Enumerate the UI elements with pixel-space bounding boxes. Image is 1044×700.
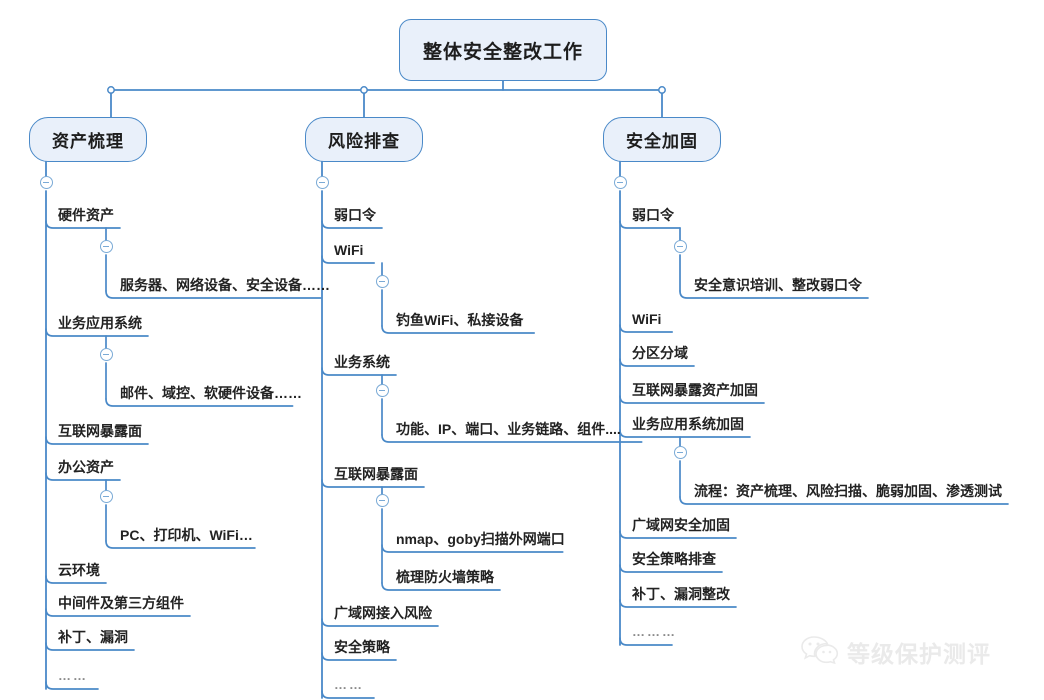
node-l1-1-6[interactable]: 中间件及第三方组件	[58, 595, 184, 611]
branch-node-2[interactable]: 风险排查	[305, 117, 423, 162]
node-l2-2-4-2[interactable]: 梳理防火墙策略	[396, 569, 494, 585]
collapse-toggle-3-5[interactable]	[673, 446, 687, 459]
node-l1-3-2[interactable]: WiFi	[632, 311, 662, 327]
node-l1-1-5[interactable]: 云环境	[58, 562, 100, 578]
node-l2-2-3-1[interactable]: 功能、IP、端口、业务链路、组件....	[396, 421, 621, 437]
node-l1-1-1[interactable]: 硬件资产	[58, 207, 114, 223]
collapse-toggle-2-4[interactable]	[375, 494, 389, 507]
node-l1-3-7[interactable]: 安全策略排查	[632, 551, 716, 567]
wechat-icon	[800, 634, 840, 669]
node-l1-1-4[interactable]: 办公资产	[58, 459, 114, 475]
node-l1-2-6[interactable]: 安全策略	[334, 639, 390, 655]
node-l2-2-2-1[interactable]: 钓鱼WiFi、私接设备	[396, 312, 524, 328]
node-l1-2-1[interactable]: 弱口令	[334, 207, 376, 223]
node-l1-3-8[interactable]: 补丁、漏洞整改	[632, 586, 730, 602]
node-l1-2-5[interactable]: 广域网接入风险	[334, 605, 432, 621]
root-node[interactable]: 整体安全整改工作	[399, 19, 607, 81]
collapse-toggle-2-2[interactable]	[375, 275, 389, 288]
node-l1-1-7[interactable]: 补丁、漏洞	[58, 629, 128, 645]
node-l2-3-5-1[interactable]: 流程：资产梳理、风险扫描、脆弱加固、渗透测试	[694, 483, 1002, 499]
branch-node-1[interactable]: 资产梳理	[29, 117, 147, 162]
node-l1-2-7[interactable]: ……	[334, 677, 364, 692]
node-l1-3-4[interactable]: 互联网暴露资产加固	[632, 382, 758, 398]
node-l2-3-1-1[interactable]: 安全意识培训、整改弱口令	[694, 277, 862, 293]
watermark-text: 等级保护测评	[847, 640, 991, 667]
node-l1-3-6[interactable]: 广域网安全加固	[632, 517, 730, 533]
node-l1-3-1[interactable]: 弱口令	[632, 207, 674, 223]
collapse-toggle-branch-1[interactable]	[39, 176, 53, 189]
node-l1-1-2[interactable]: 业务应用系统	[58, 315, 142, 331]
collapse-toggle-1-4[interactable]	[99, 490, 113, 503]
node-l2-1-2-1[interactable]: 邮件、域控、软硬件设备……	[120, 385, 302, 401]
collapse-toggle-branch-2[interactable]	[315, 176, 329, 189]
branch-node-3[interactable]: 安全加固	[603, 117, 721, 162]
collapse-toggle-2-3[interactable]	[375, 384, 389, 397]
node-l2-1-4-1[interactable]: PC、打印机、WiFi…	[120, 527, 253, 543]
node-l1-3-3[interactable]: 分区分域	[632, 345, 688, 361]
collapse-toggle-1-1[interactable]	[99, 240, 113, 253]
node-l1-3-5[interactable]: 业务应用系统加固	[632, 416, 744, 432]
collapse-toggle-1-2[interactable]	[99, 348, 113, 361]
node-l1-2-2[interactable]: WiFi	[334, 242, 364, 258]
node-l1-1-8[interactable]: ……	[58, 668, 88, 683]
node-l2-1-1-1[interactable]: 服务器、网络设备、安全设备……	[120, 277, 330, 293]
node-l2-2-4-1[interactable]: nmap、goby扫描外网端口	[396, 531, 565, 547]
collapse-toggle-3-1[interactable]	[673, 240, 687, 253]
node-l1-2-3[interactable]: 业务系统	[334, 354, 390, 370]
node-l1-3-9[interactable]: ………	[632, 624, 677, 639]
watermark: 等级保护测评	[800, 634, 991, 669]
node-l1-2-4[interactable]: 互联网暴露面	[334, 466, 418, 482]
node-l1-1-3[interactable]: 互联网暴露面	[58, 423, 142, 439]
collapse-toggle-branch-3[interactable]	[613, 176, 627, 189]
